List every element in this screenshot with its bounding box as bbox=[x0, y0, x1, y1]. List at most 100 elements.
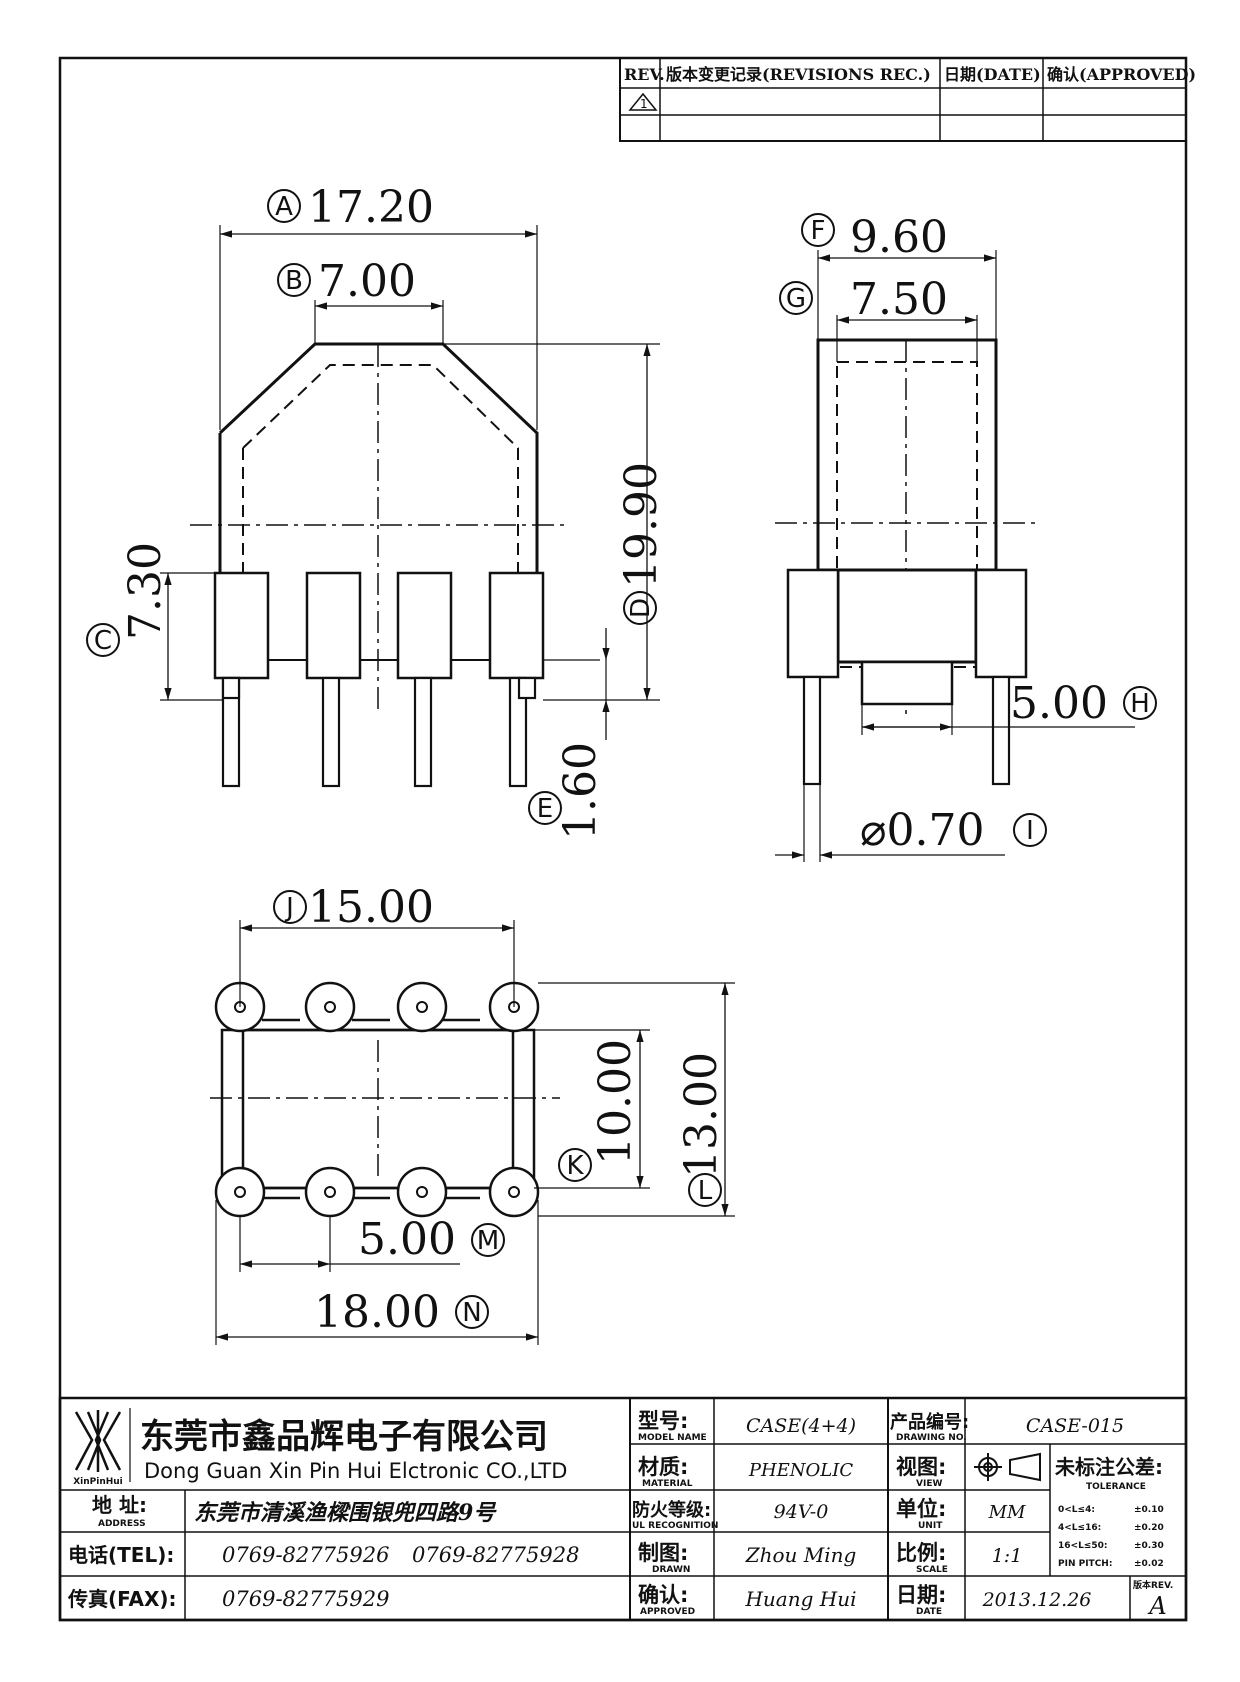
dim-c-bubble: C bbox=[86, 623, 120, 657]
model-value: CASE(4+4) bbox=[746, 1415, 856, 1437]
dim-m: 5.00 M bbox=[358, 1214, 505, 1265]
material-value: PHENOLIC bbox=[748, 1460, 854, 1481]
date-col-header: 日期(DATE) bbox=[944, 65, 1041, 84]
scale-value: 1:1 bbox=[992, 1545, 1023, 1567]
revisions-col-header: 版本变更记录(REVISIONS REC.) bbox=[665, 65, 931, 84]
rev-col-header: REV. bbox=[624, 65, 665, 84]
dim-j: J 15.00 bbox=[273, 882, 434, 933]
dim-d: D 19.90 bbox=[616, 462, 667, 625]
svg-text:PIN PITCH:: PIN PITCH: bbox=[1058, 1559, 1112, 1569]
svg-text:5.00: 5.00 bbox=[358, 1214, 456, 1265]
dim-c: 7.30 bbox=[120, 542, 171, 640]
rev-triangle-icon bbox=[628, 92, 658, 111]
material-label: 材质: bbox=[638, 1455, 688, 1479]
svg-text:M: M bbox=[477, 1226, 499, 1256]
dim-a: A 17.20 bbox=[267, 182, 434, 233]
date-value: 2013.12.26 bbox=[982, 1589, 1092, 1611]
svg-text:17.20: 17.20 bbox=[308, 182, 434, 233]
fax-value: 0769-82775929 bbox=[222, 1587, 389, 1611]
svg-text:16<L≤50:: 16<L≤50: bbox=[1058, 1541, 1107, 1551]
svg-text:±0.02: ±0.02 bbox=[1134, 1559, 1164, 1569]
svg-text:B: B bbox=[285, 266, 303, 296]
projection-symbol-icon bbox=[974, 1452, 1041, 1482]
dim-l: 13.00 bbox=[676, 1052, 727, 1178]
dim-i: ⌀0.70 I bbox=[860, 805, 1047, 856]
logo-text: XinPinHui bbox=[73, 1477, 123, 1487]
fire-rating-value: 94V-0 bbox=[774, 1501, 829, 1523]
rev-value: A bbox=[1147, 1592, 1166, 1620]
tolerance-table: 0<L≤4: ±0.10 4<L≤16: ±0.20 16<L≤50: ±0.3… bbox=[1058, 1505, 1164, 1569]
unit-label-en: UNIT bbox=[918, 1521, 943, 1531]
fire-rating-label-en: UL RECOGNITION bbox=[632, 1521, 718, 1531]
address-label-en: ADDRESS bbox=[98, 1519, 146, 1529]
svg-text:9.60: 9.60 bbox=[850, 212, 948, 263]
date-label-en: DATE bbox=[916, 1607, 942, 1617]
rev-mark: 1 bbox=[640, 97, 648, 111]
approved-value: Huang Hui bbox=[744, 1587, 856, 1611]
drawing-no-label: 产品编号: bbox=[890, 1411, 969, 1433]
svg-text:13.00: 13.00 bbox=[676, 1052, 727, 1178]
drawing-no-label-en: DRAWING NO. bbox=[896, 1433, 967, 1443]
svg-text:K: K bbox=[566, 1151, 584, 1181]
drawn-label: 制图: bbox=[638, 1541, 688, 1565]
unit-value: MM bbox=[988, 1502, 1026, 1523]
drawn-value: Zhou Ming bbox=[745, 1543, 857, 1567]
tel-1: 0769-82775926 bbox=[222, 1543, 389, 1567]
svg-text:J: J bbox=[284, 893, 294, 923]
approved-col-header: 确认(APPROVED) bbox=[1047, 65, 1196, 84]
svg-text:10.00: 10.00 bbox=[590, 1039, 641, 1165]
view-label: 视图: bbox=[896, 1455, 946, 1479]
approved-label: 确认: bbox=[638, 1583, 688, 1607]
svg-text:⌀0.70: ⌀0.70 bbox=[860, 805, 984, 856]
address-label: 地 址: bbox=[92, 1493, 147, 1517]
svg-text:4<L≤16:: 4<L≤16: bbox=[1058, 1523, 1101, 1533]
dim-g: G 7.50 bbox=[779, 274, 948, 325]
company-name-cn: 东莞市鑫品辉电子有限公司 bbox=[140, 1417, 548, 1457]
drawn-label-en: DRAWN bbox=[652, 1565, 690, 1575]
title-block bbox=[58, 1396, 1188, 1622]
svg-text:D: D bbox=[626, 598, 656, 618]
company-name-en: Dong Guan Xin Pin Hui Elctronic CO.,LTD bbox=[144, 1459, 567, 1483]
bottom-view bbox=[210, 920, 735, 1345]
material-label-en: MATERIAL bbox=[642, 1479, 693, 1489]
svg-text:C: C bbox=[94, 626, 112, 656]
side-view bbox=[775, 250, 1135, 862]
tel-label: 电话(TEL): bbox=[68, 1543, 174, 1567]
dim-f: F 9.60 bbox=[801, 212, 948, 263]
address-value: 东莞市清溪渔樑围银兜四路9号 bbox=[194, 1500, 497, 1526]
tolerance-label: 未标注公差: bbox=[1055, 1455, 1163, 1479]
scale-label: 比例: bbox=[896, 1541, 946, 1565]
svg-text:18.00: 18.00 bbox=[314, 1287, 440, 1338]
dim-l-bubble: L bbox=[688, 1173, 722, 1207]
company-logo bbox=[74, 1410, 122, 1472]
front-view bbox=[160, 225, 660, 788]
model-label: 型号: bbox=[638, 1409, 688, 1433]
revision-block: REV. 版本变更记录(REVISIONS REC.) 日期(DATE) 确认(… bbox=[619, 57, 1196, 142]
fax-label: 传真(FAX): bbox=[67, 1587, 177, 1611]
dim-k-bubble: K bbox=[558, 1148, 592, 1182]
tel-2: 0769-82775928 bbox=[412, 1543, 579, 1567]
dim-e: 1.60 bbox=[555, 742, 606, 840]
svg-text:F: F bbox=[811, 216, 826, 246]
svg-text:I: I bbox=[1026, 816, 1034, 846]
rev-label: 版本REV. bbox=[1132, 1579, 1173, 1591]
svg-text:H: H bbox=[1130, 689, 1150, 719]
svg-text:7.50: 7.50 bbox=[850, 274, 948, 325]
svg-text:1.60: 1.60 bbox=[555, 742, 606, 840]
svg-text:±0.10: ±0.10 bbox=[1134, 1505, 1164, 1515]
scale-label-en: SCALE bbox=[916, 1565, 948, 1575]
date-label: 日期: bbox=[896, 1583, 946, 1607]
svg-text:19.90: 19.90 bbox=[616, 462, 667, 588]
svg-text:15.00: 15.00 bbox=[308, 882, 434, 933]
svg-text:±0.30: ±0.30 bbox=[1134, 1541, 1164, 1551]
tolerance-label-en: TOLERANCE bbox=[1086, 1482, 1146, 1492]
svg-text:A: A bbox=[275, 192, 293, 222]
svg-text:±0.20: ±0.20 bbox=[1134, 1523, 1164, 1533]
dim-k: 10.00 bbox=[590, 1039, 641, 1165]
svg-text:7.30: 7.30 bbox=[120, 542, 171, 640]
unit-label: 单位: bbox=[896, 1497, 946, 1521]
drawing-no-value: CASE-015 bbox=[1026, 1415, 1124, 1437]
dim-n: 18.00 N bbox=[314, 1287, 489, 1338]
fire-rating-label: 防火等级: bbox=[632, 1499, 711, 1521]
